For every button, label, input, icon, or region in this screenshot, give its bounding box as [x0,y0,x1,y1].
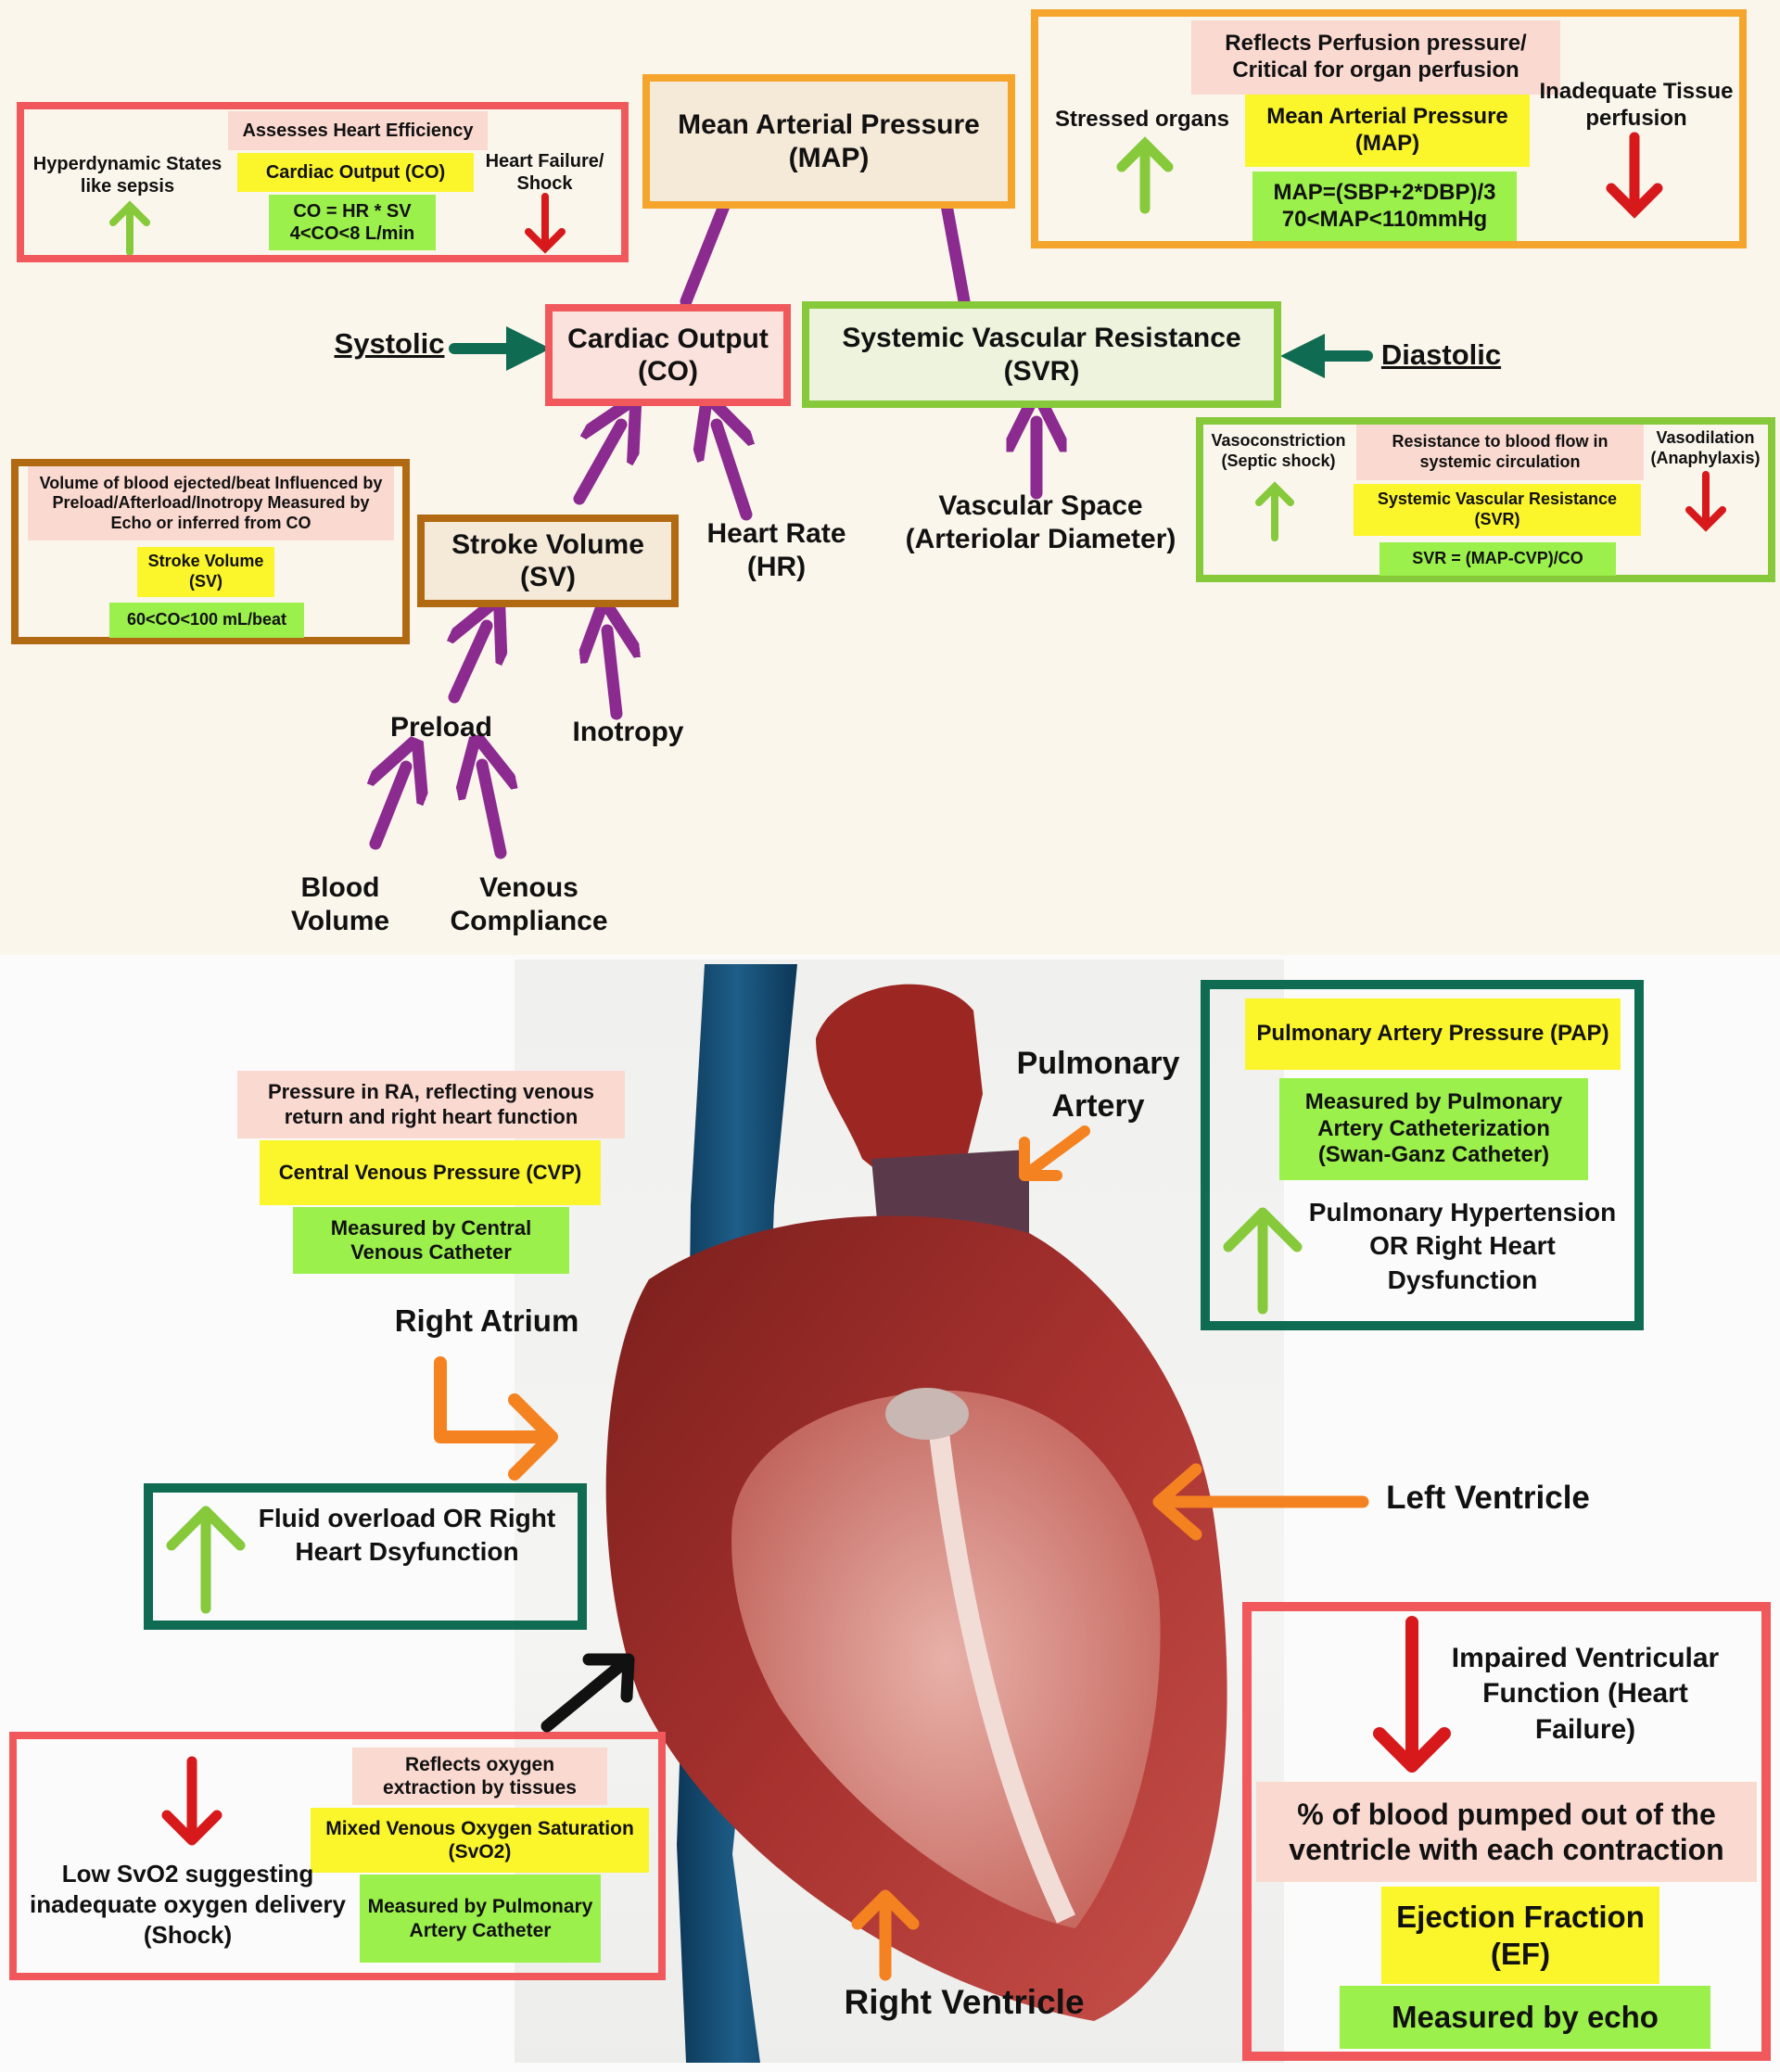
map-node: Mean Arterial Pressure (MAP) [642,74,1015,209]
left-ventricle-arrow [1152,1463,1369,1541]
map-description: Reflects Perfusion pressure/ Critical fo… [1191,20,1560,95]
systolic-label: Systolic [334,327,445,360]
svo2-description: Reflects oxygen extraction by tissues [352,1748,607,1805]
co-info-box [17,102,629,262]
map-formula: MAP=(SBP+2*DBP)/3 70<MAP<110mmHg [1252,172,1517,241]
right-ventricle-label: Right Ventricle [844,1983,1085,2021]
left-ventricle-label: Left Ventricle [1386,1480,1590,1516]
pap-info-box [1201,980,1644,1330]
svr-up-label: Vasoconstriction (Septic shock) [1211,431,1346,470]
ef-info-box [1242,1602,1771,2061]
aorta [816,984,983,1196]
svo2-down-arrow [161,1756,222,1846]
co-description: Assesses Heart Efficiency [228,111,488,150]
map-info-box [1031,9,1747,248]
sv-info-box [11,459,410,644]
co-formula: CO = HR * SV 4<CO<8 L/min [269,195,436,250]
svr-formula: SVR = (MAP-CVP)/CO [1380,542,1616,576]
ef-name: Ejection Fraction (EF) [1381,1887,1659,1984]
heart-chambers [731,1391,1161,1928]
co-node: Cardiac Output (CO) [545,304,791,406]
pap-name: Pulmonary Artery Pressure (PAP) [1245,998,1621,1070]
ef-description: % of blood pumped out of the ventricle w… [1256,1782,1757,1882]
arrow-blood-volume-to-preload [375,767,406,850]
svr-description: Resistance to blood flow in systemic cir… [1356,425,1644,480]
arrow-preload-to-sv [454,626,487,704]
svr-down-arrow [1685,471,1726,532]
venous-compliance-label: Venous Compliance [450,872,608,936]
pap-up-arrow [1223,1207,1303,1315]
map-down-label: Inadequate Tissue perfusion [1539,79,1734,131]
blood-volume-label: Blood Volume [290,872,390,936]
svr-name: Systemic Vascular Resistance (SVR) [1354,484,1641,536]
sv-range: 60<CO<100 mL/beat [109,603,304,638]
right-ventricle-arrow [851,1889,920,1981]
map-up-label: Stressed organs [1054,107,1230,132]
indicator-arrows [109,132,1726,541]
right-atrium-label: Right Atrium [394,1303,579,1338]
ra-up-label: Fluid overload OR Right Heart Dsyfunctio… [258,1504,556,1567]
sv-description: Volume of blood ejected/beat Influenced … [28,466,394,540]
right-atrium-arrow [434,1356,558,1481]
co-up-arrow [109,200,150,256]
ef-measure: Measured by echo [1340,1986,1710,2049]
pulmonary-artery-label: Pulmonary Artery [1016,1046,1180,1124]
svr-node: Systemic Vascular Resistance (SVR) [802,301,1281,408]
svo2-measure: Measured by Pulmonary Artery Catheter [360,1875,601,1963]
arrow-hr-to-co [717,425,746,521]
co-down-arrow [525,193,566,254]
arrow-sv-to-co [573,425,621,505]
svo2-pointer-arrow [540,1653,635,1733]
svo2-info-box [9,1732,666,1980]
svr-up-arrow [1255,481,1294,541]
co-name: Cardiac Output (CO) [237,153,474,192]
vascular-space-label: Vascular Space (Arteriolar Diameter) [905,490,1176,554]
svr-info-box [1196,417,1775,582]
diastolic-label: Diastolic [1380,338,1502,371]
septum [926,1407,1075,1924]
pap-measure: Measured by Pulmonary Artery Catheteriza… [1279,1078,1588,1180]
map-up-arrow [1116,136,1174,214]
inotropy-label: Inotropy [572,717,684,747]
cvp-description: Pressure in RA, reflecting venous return… [237,1071,625,1138]
pulmonary-artery-arrow [1019,1125,1090,1181]
arrow-inotropy-to-sv [607,630,617,720]
map-down-arrow [1606,132,1663,219]
sv-node: Stroke Volume (SV) [417,515,679,607]
svo2-down-label: Low SvO2 suggesting inadequate oxygen de… [29,1860,346,1950]
hr-label: Heart Rate (HR) [706,518,846,582]
svr-down-label: Vasodilation (Anaphylaxis) [1650,428,1761,467]
preload-label: Preload [389,712,493,743]
ra-up-arrow [166,1506,246,1614]
map-name: Mean Arterial Pressure (MAP) [1245,95,1530,167]
sv-name-tag: Stroke Volume (SV) [137,547,274,597]
valve [885,1388,969,1440]
ef-down-label: Impaired Ventricular Function (Heart Fai… [1451,1643,1720,1745]
co-down-label: Heart Failure/ Shock [485,151,604,194]
pap-up-label: Pulmonary Hypertension OR Right Heart Dy… [1308,1198,1617,1294]
ra-info-box [144,1483,587,1630]
cvp-name: Central Venous Pressure (CVP) [260,1140,601,1205]
cvp-measure: Measured by Central Venous Catheter [293,1207,569,1274]
svo2-name: Mixed Venous Oxygen Saturation (SvO2) [311,1808,649,1873]
co-up-label: Hyperdynamic States like sepsis [32,154,222,197]
arrow-venous-compliance-to-preload [482,765,501,859]
ef-down-arrow [1373,1616,1451,1773]
